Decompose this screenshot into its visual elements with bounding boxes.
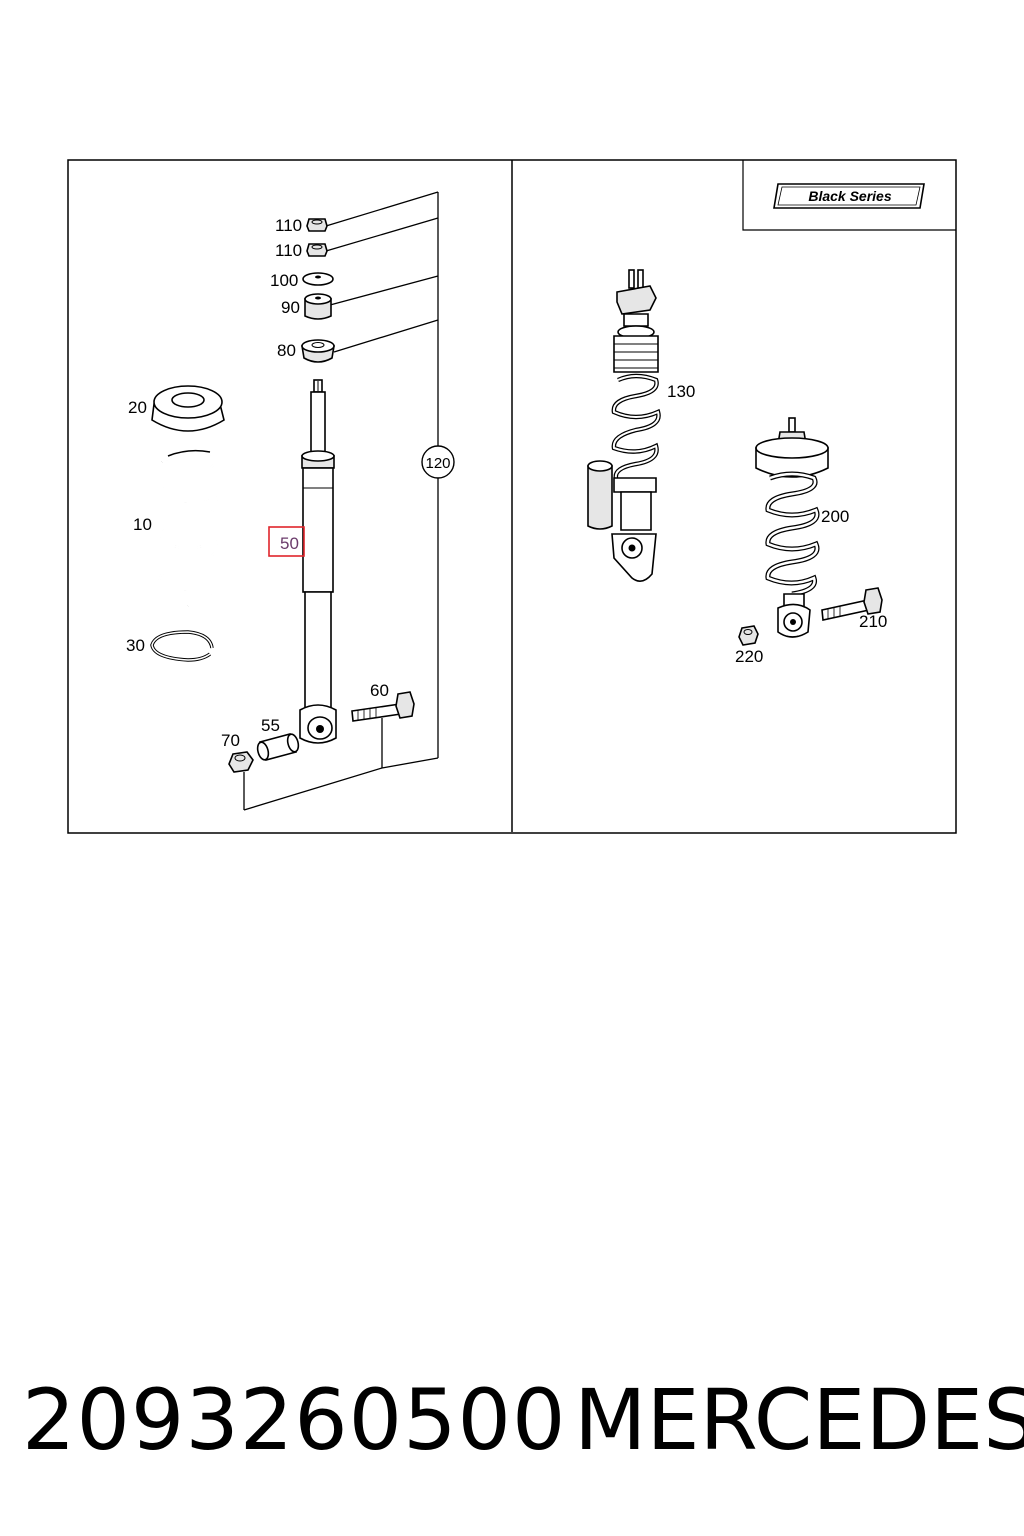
- bolt-icon: [351, 691, 415, 722]
- brand-name: MERCEDES: [574, 1371, 1024, 1469]
- strut-mount-icon: [301, 339, 335, 363]
- rubber-bushing-icon: [304, 293, 332, 320]
- snap-ring-icon: [150, 630, 214, 662]
- part-number: 2093260500: [22, 1371, 567, 1469]
- spring-strut-icon: [755, 417, 829, 638]
- coilover-assembly-icon: [587, 269, 661, 582]
- badge-text: Black Series: [808, 188, 891, 204]
- callout-60: 60: [370, 681, 389, 700]
- badge-box: [742, 160, 956, 231]
- callout-220: 220: [735, 647, 763, 666]
- callout-30: 30: [126, 636, 145, 655]
- hex-nut-icon: [228, 751, 254, 773]
- callout-210: 210: [859, 612, 887, 631]
- callout-130: 130: [667, 382, 695, 401]
- coil-spring-icon: [158, 449, 219, 608]
- callout-20: 20: [128, 398, 147, 417]
- callout-10: 10: [133, 515, 152, 534]
- callout-80: 80: [277, 341, 296, 360]
- callout-50: 50: [280, 534, 299, 553]
- spring-pad-icon: [151, 385, 225, 432]
- black-series-badge: Black Series: [773, 183, 925, 209]
- callout-70: 70: [221, 731, 240, 750]
- shock-absorber-icon: [299, 379, 337, 744]
- callout-110-b: 110: [275, 241, 302, 260]
- lock-nut-icon: [306, 218, 328, 232]
- washer-icon: [302, 272, 334, 286]
- callout-110-a: 110: [275, 216, 302, 235]
- group-callout-120: 120: [421, 445, 455, 479]
- callout-100: 100: [270, 271, 298, 290]
- lock-nut-icon: [306, 243, 328, 257]
- callout-55: 55: [261, 716, 280, 735]
- callout-90: 90: [281, 298, 300, 317]
- bolt-icon: [821, 587, 883, 621]
- callout-200: 200: [821, 507, 849, 526]
- hex-nut-icon: [738, 625, 759, 646]
- sleeve-icon: [256, 733, 300, 761]
- highlight-box: [268, 526, 305, 557]
- callout-120: 120: [425, 455, 450, 472]
